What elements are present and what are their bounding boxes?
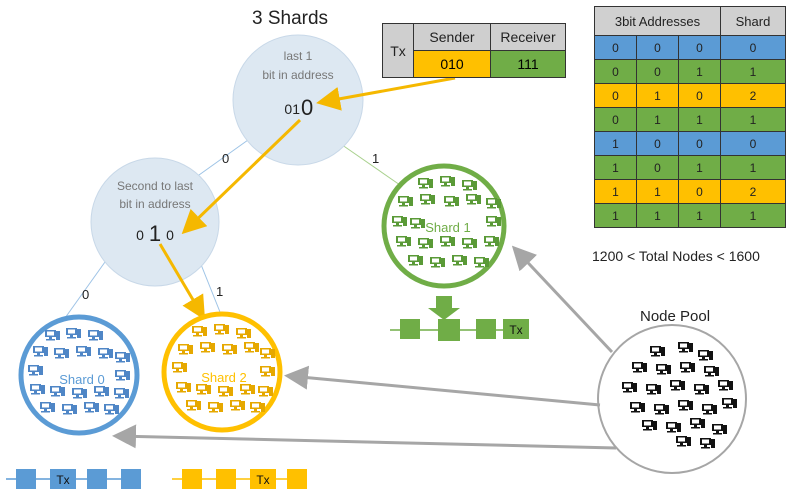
shard-1: Shard 1 — [381, 163, 507, 289]
node-pool-label: Node Pool — [640, 308, 711, 325]
second-node-line1: Second to last — [117, 179, 194, 193]
address-bit-cell: 1 — [678, 203, 721, 228]
address-bit-cell: 1 — [678, 59, 721, 84]
edge-second-right — [199, 261, 221, 313]
total-nodes-label: 1200 < Total Nodes < 1600 — [592, 248, 760, 264]
address-bit-cell: 0 — [636, 35, 679, 60]
address-bit-cell: 0 — [594, 35, 637, 60]
sender-header: Sender — [413, 23, 491, 51]
sender-value: 010 — [413, 50, 491, 78]
shard-cell: 1 — [720, 203, 786, 228]
shard-0-chain: Tx — [6, 469, 141, 489]
shard-2-chain: Tx — [172, 469, 307, 489]
arrow-root-to-second — [181, 118, 302, 235]
address-bit-cell: 1 — [678, 107, 721, 132]
address-bit-cell: 0 — [678, 179, 721, 204]
edge-label-root-left: 0 — [222, 151, 229, 166]
second-addr-mid: 1 — [149, 221, 161, 246]
arrow-pool-to-shard0 — [112, 424, 617, 450]
address-bit-cell: 0 — [594, 59, 637, 84]
node-pool — [597, 324, 747, 474]
edge-label-second-left: 0 — [82, 287, 89, 302]
shard-2-label: Shard 2 — [201, 370, 247, 385]
shard-cell: 1 — [720, 155, 786, 180]
shard-2-chain-tx: Tx — [256, 473, 269, 487]
shard-cell: 0 — [720, 35, 786, 60]
address-bit-cell: 1 — [594, 179, 637, 204]
second-node-line2: bit in address — [119, 197, 190, 211]
root-bit-node — [232, 34, 364, 166]
address-bit-cell: 0 — [678, 131, 721, 156]
address-bit-cell: 1 — [594, 203, 637, 228]
root-addr-bit: 0 — [301, 95, 313, 120]
address-bit-cell: 0 — [678, 83, 721, 108]
shard-0-label: Shard 0 — [59, 372, 105, 387]
tx-table: Tx Sender Receiver 010 111 — [382, 23, 566, 78]
address-bit-cell: 1 — [636, 203, 679, 228]
root-node-line1: last 1 — [284, 49, 313, 63]
receiver-value: 111 — [490, 50, 566, 78]
diagram-title: 3 Shards — [252, 8, 329, 29]
root-node-line2: bit in address — [262, 68, 333, 82]
address-bit-cell: 1 — [678, 155, 721, 180]
shard-2: Shard 2 — [161, 311, 283, 433]
receiver-header: Receiver — [490, 23, 566, 51]
edge-second-left — [59, 261, 106, 326]
shard-0-chain-tx: Tx — [56, 473, 69, 487]
address-bit-cell: 1 — [594, 155, 637, 180]
edge-root-right — [334, 139, 401, 186]
address-bit-cell: 0 — [636, 131, 679, 156]
second-addr-left: 0 — [136, 227, 144, 243]
address-bit-cell: 0 — [594, 107, 637, 132]
tx-label: Tx — [382, 23, 414, 78]
address-bit-cell: 1 — [636, 107, 679, 132]
shard-0: Shard 0 — [18, 314, 140, 436]
arrow-pool-to-shard1 — [511, 245, 614, 354]
second-bit-node — [90, 157, 220, 287]
shard-header: Shard — [720, 6, 786, 36]
address-header: 3bit Addresses — [594, 6, 721, 36]
shard-cell: 1 — [720, 59, 786, 84]
shard-cell: 1 — [720, 107, 786, 132]
shard-cell: 0 — [720, 131, 786, 156]
address-bit-cell: 0 — [636, 59, 679, 84]
arrow-pool-to-shard2 — [284, 365, 601, 407]
arrow-second-to-shard2 — [158, 243, 206, 321]
address-bit-cell: 0 — [636, 155, 679, 180]
address-bit-cell: 1 — [636, 83, 679, 108]
arrow-tx-to-root — [316, 76, 456, 111]
address-bit-cell: 1 — [594, 131, 637, 156]
edge-label-second-right: 1 — [216, 284, 223, 299]
root-addr-prefix: 01 — [284, 101, 300, 117]
shard-cell: 2 — [720, 179, 786, 204]
shard-1-chain-tx: Tx — [509, 323, 522, 337]
edge-label-root-right: 1 — [372, 151, 379, 166]
shard-1-chain: Tx — [390, 296, 529, 341]
address-bit-cell: 1 — [636, 179, 679, 204]
second-addr-right: 0 — [166, 227, 174, 243]
shard-1-label: Shard 1 — [425, 220, 471, 235]
shard-cell: 2 — [720, 83, 786, 108]
address-bit-cell: 0 — [594, 83, 637, 108]
address-bit-cell: 0 — [678, 35, 721, 60]
